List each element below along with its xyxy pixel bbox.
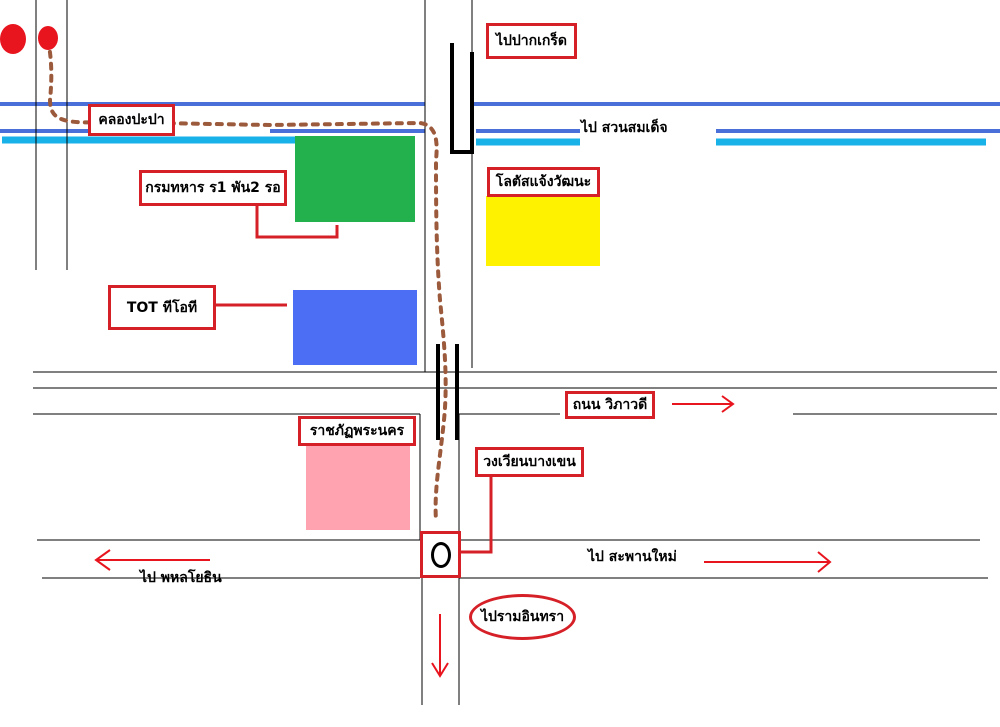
arrow-vibhavadi-right xyxy=(672,395,735,413)
label-to-phahon-yothin: ไป พหลโยธิน xyxy=(140,570,222,586)
roundabout-icon xyxy=(420,531,461,578)
label-vibhavadi-road: ถนน วิภาวดี xyxy=(565,391,655,419)
red-dot-icon xyxy=(38,26,58,50)
dotted-route xyxy=(46,38,448,522)
label-to-suan-somdet: ไป สวนสมเด็จ xyxy=(581,120,668,136)
label-to-saphan-mai: ไป สะพานใหม่ xyxy=(588,549,677,565)
label-army-unit: กรมทหาร ร1 พัน2 รอ xyxy=(139,170,287,206)
label-lotus: โลตัสแจ้งวัฒนะ xyxy=(487,167,600,197)
label-tot: TOT ทีโอที xyxy=(108,285,216,330)
label-rajabhat: ราชภัฏพระนคร xyxy=(298,416,416,446)
tot-block xyxy=(293,290,417,365)
red-dot-icon xyxy=(0,24,26,54)
arrow-saphan-mai-right xyxy=(704,551,832,573)
label-to-pak-kret: ไปปากเกร็ด xyxy=(486,23,577,59)
army-connector xyxy=(255,200,339,239)
roundabout-ring xyxy=(430,541,451,568)
arrow-phahon-left xyxy=(94,549,210,571)
label-to-ram-inthra: ไปรามอินทรา xyxy=(469,594,576,640)
arrow-ram-inthra-down xyxy=(431,614,449,678)
circle-connector xyxy=(461,474,493,554)
lotus-block xyxy=(486,196,600,266)
bridge-upper xyxy=(450,43,474,154)
rajabhat-block xyxy=(306,444,410,530)
label-khlong-prapa: คลองปะปา xyxy=(88,104,175,136)
army-unit-block xyxy=(295,136,415,222)
label-bang-khen-circle: วงเวียนบางเขน xyxy=(475,447,584,477)
